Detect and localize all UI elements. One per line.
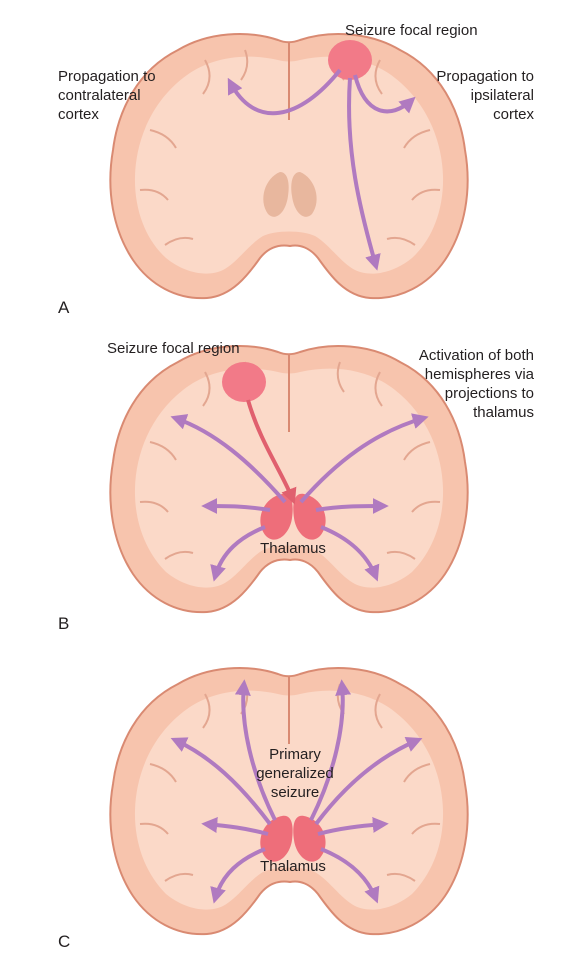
brain-coronal-section-a xyxy=(109,33,469,300)
arrow-right-middle xyxy=(317,816,389,836)
center-label-line-1: Primary xyxy=(269,746,321,763)
arrow-left-upper xyxy=(170,737,272,826)
arrow-focus-to-thalamus xyxy=(246,399,297,505)
arrow-left-middle xyxy=(201,817,269,836)
arrow-left-lower xyxy=(210,847,266,904)
focus-label: Seizure focal region xyxy=(107,340,240,357)
left-label-line-2: contralateral xyxy=(58,87,141,104)
cortex xyxy=(109,345,469,614)
right-label-line-2: ipsilateral xyxy=(470,87,534,104)
basal-ganglia xyxy=(263,172,317,217)
panel-letter: A xyxy=(58,298,70,317)
arrow-left-lower xyxy=(210,525,266,582)
thalamus xyxy=(260,815,326,862)
panel-c: Primary generalized seizure Thalamus C xyxy=(0,644,569,963)
thalamus xyxy=(260,493,326,540)
right-label-line-3: projections to xyxy=(444,385,534,402)
arrow-right-top xyxy=(309,679,352,821)
arrow-left-middle xyxy=(201,498,271,515)
right-label-line-3: cortex xyxy=(493,106,534,123)
cortex xyxy=(109,667,469,936)
panel-letter: C xyxy=(58,932,71,951)
arrow-ipsilateral xyxy=(353,74,416,114)
right-label-line-2: hemispheres via xyxy=(424,366,534,383)
panel-b: Seizure focal region Activation of both … xyxy=(0,322,569,642)
left-label-line-1: Propagation to xyxy=(58,68,156,85)
arrow-right-lower xyxy=(320,847,380,904)
cortex xyxy=(109,33,469,300)
brain-coronal-section-c xyxy=(109,667,469,936)
center-label-line-2: generalized xyxy=(256,765,334,782)
arrow-contralateral xyxy=(227,68,342,116)
arrow-right-lower xyxy=(320,525,380,582)
arrow-left-upper xyxy=(170,414,287,504)
thalamus-label: Thalamus xyxy=(260,858,326,875)
right-label-line-4: thalamus xyxy=(473,404,534,421)
focus-label: Seizure focal region xyxy=(345,22,478,39)
arrow-descending xyxy=(347,77,381,271)
right-label-line-1: Activation of both xyxy=(418,347,534,364)
arrow-right-middle xyxy=(315,498,389,515)
panel-letter: B xyxy=(58,614,70,633)
panel-a: Seizure focal region Propagation to cont… xyxy=(0,0,569,320)
center-label-line-3: seizure xyxy=(270,784,320,801)
left-label-line-3: cortex xyxy=(58,106,99,123)
arrow-left-top xyxy=(234,679,277,821)
thalamus-label: Thalamus xyxy=(260,540,326,557)
arrow-right-upper xyxy=(299,413,429,504)
seizure-focus xyxy=(222,362,266,402)
brain-coronal-section-b xyxy=(109,345,469,614)
arrow-right-upper xyxy=(314,736,423,826)
right-label-line-1: Propagation to xyxy=(436,68,534,85)
